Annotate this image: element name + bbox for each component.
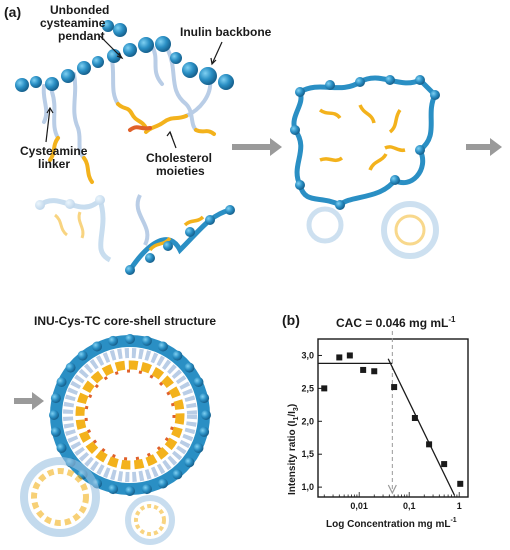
panel-b: (b) CAC = 0.046 mg mL-1 1,01,52,02,53,0 … [282, 312, 469, 530]
xlabel-main: Log Concentration mg mL [326, 519, 450, 530]
cac-chart: 1,0 1,5 2,0 2,5 3,0 0,01 0,1 1 [301, 331, 469, 511]
ylabel-sub2: 3 [293, 407, 300, 411]
intermediate-aggregate [290, 75, 440, 259]
y-tick-label: 1,5 [301, 449, 314, 459]
cac-arrowhead [387, 484, 397, 495]
micelle-bead [56, 442, 67, 453]
ylabel-sub1: 1 [293, 417, 300, 421]
micelle-bead [141, 484, 152, 495]
label-cholesterol-line2: moieties [156, 164, 205, 178]
fit-lines [318, 331, 455, 496]
polymer-chain-diagram [15, 20, 234, 184]
micelle-bead [199, 426, 210, 437]
micelle-bead [157, 478, 168, 489]
data-point [391, 384, 398, 391]
data-point [371, 368, 378, 375]
label-pointers [45, 35, 223, 149]
xlabel-sup: -1 [450, 517, 456, 524]
data-point [457, 480, 464, 487]
micelle-bead [49, 410, 59, 420]
label-inulin-backbone: Inulin backbone [180, 25, 272, 39]
micelle-bead [184, 362, 195, 373]
micelle-bead [50, 393, 61, 404]
label-cholesterol-line1: Cholesterol [146, 151, 212, 165]
micelle-bead [199, 393, 210, 404]
ylabel-end: ) [287, 404, 298, 407]
y-tick-label: 2,0 [301, 416, 314, 426]
ylabel-main: Intensity ratio (I [287, 420, 298, 495]
x-tick-label: 0,01 [350, 501, 368, 511]
label-unbonded-line3: pendant [58, 29, 105, 43]
ylabel-mid: /I [287, 411, 298, 417]
micelle-bead [108, 335, 119, 346]
y-tick-label: 1,0 [301, 482, 314, 492]
small-micelle-2 [125, 495, 175, 545]
micelle-bead [172, 469, 183, 480]
micelle-bead [125, 334, 135, 344]
y-tick-label: 3,0 [301, 350, 314, 360]
micelle-bead [125, 486, 135, 496]
micelle-bead [157, 341, 168, 352]
data-point [426, 441, 433, 448]
data-points [321, 352, 464, 487]
label-linker-line1: Cysteamine [20, 144, 88, 158]
cac-label: CAC = 0.046 mg mL-1 [336, 315, 456, 330]
data-point [360, 366, 367, 373]
micelle-bead [193, 377, 204, 388]
micelle-bead [141, 335, 152, 346]
data-point [321, 385, 328, 392]
label-unbonded-line2: cysteamine [40, 16, 106, 30]
panel-a: (a) [4, 3, 502, 545]
panel-b-letter: (b) [282, 312, 300, 328]
x-axis-label: Log Concentration mg mL-1 [326, 517, 457, 530]
y-axis-label: Intensity ratio (I1/I3) [287, 404, 300, 495]
x-tick-label: 0,1 [403, 501, 416, 511]
data-point [411, 415, 418, 421]
x-axis-ticks: 0,01 0,1 1 [323, 492, 462, 511]
x-tick-label: 1 [457, 501, 462, 511]
micelle-bead [193, 442, 204, 453]
label-linker-line2: linker [38, 157, 70, 171]
data-point [346, 352, 353, 359]
core-shell-micelle [49, 334, 211, 496]
process-arrows [14, 138, 502, 410]
core-shell-title: INU-Cys-TC core-shell structure [34, 314, 216, 328]
micelle-bead [184, 457, 195, 468]
label-unbonded-line1: Unbonded [50, 3, 109, 17]
micelle-bead [108, 484, 119, 495]
cac-label-sup: -1 [448, 315, 456, 324]
plot-frame [317, 338, 469, 498]
fit-line [387, 358, 455, 496]
micelle-bead [77, 350, 88, 361]
panel-a-letter: (a) [4, 4, 21, 20]
micelle-bead [92, 341, 103, 352]
y-tick-label: 2,5 [301, 383, 314, 393]
micelle-bead [172, 350, 183, 361]
faded-aggregate-1 [35, 195, 112, 263]
data-point [441, 461, 448, 468]
micelle-bead [201, 410, 211, 420]
y-axis-ticks: 1,0 1,5 2,0 2,5 3,0 [301, 350, 322, 492]
micelle-bead [65, 362, 76, 373]
micelle-bead [50, 426, 61, 437]
aggregate-small [125, 194, 235, 275]
cac-label-text: CAC = 0.046 mg mL [336, 316, 448, 330]
micelle-bead [56, 377, 67, 388]
data-point [336, 354, 343, 361]
small-micelle-1 [20, 457, 100, 537]
